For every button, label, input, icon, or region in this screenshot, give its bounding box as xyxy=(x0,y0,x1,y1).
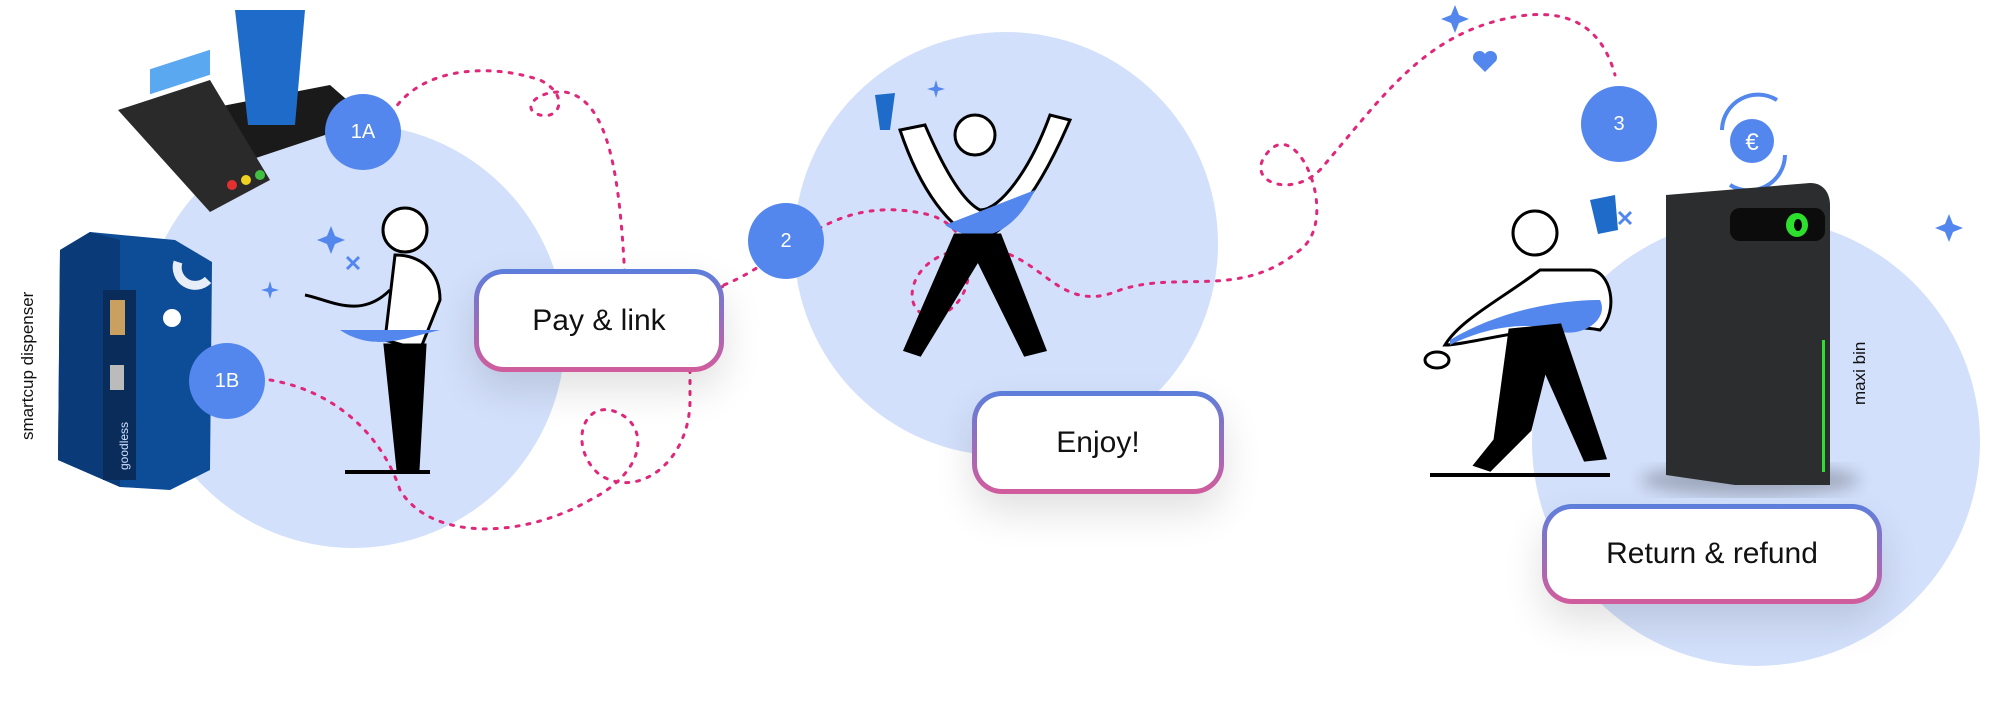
step-pay-and-link-label: Pay & link xyxy=(479,274,719,367)
payment-terminal-with-cup xyxy=(118,10,370,212)
step-badge-2: 2 xyxy=(748,203,824,279)
step-return-and-refund: Return & refund xyxy=(1542,504,1882,604)
bin-label: maxi bin xyxy=(1850,341,1869,405)
step-badge-3: 3 xyxy=(1581,86,1657,162)
step-pay-and-link: Pay & link xyxy=(474,269,724,372)
person-returning-illustration xyxy=(1423,195,1618,477)
dispenser-label: smartcup dispenser xyxy=(18,291,37,440)
step-badge-1b: 1B xyxy=(189,343,265,419)
person-paying-illustration xyxy=(304,206,442,474)
maxi-bin xyxy=(1640,183,1860,495)
smartcup-dispenser: goodless xyxy=(58,232,212,490)
heart-icon xyxy=(1472,50,1498,72)
person-enjoying-illustration xyxy=(875,93,1073,357)
sparkle-icon xyxy=(261,5,1963,299)
step-badge-1a: 1A xyxy=(325,94,401,170)
svg-text:€: € xyxy=(1745,129,1759,156)
euro-refund-icon: € xyxy=(1720,92,1787,193)
step-return-and-refund-label: Return & refund xyxy=(1547,509,1877,599)
sparkle-x-icon xyxy=(345,210,1633,271)
dotted-journey-path xyxy=(268,13,1617,531)
step2-circle xyxy=(794,32,1218,456)
step-enjoy-label: Enjoy! xyxy=(977,396,1219,489)
svg-text:goodless: goodless xyxy=(117,422,131,470)
step-enjoy: Enjoy! xyxy=(972,391,1224,494)
